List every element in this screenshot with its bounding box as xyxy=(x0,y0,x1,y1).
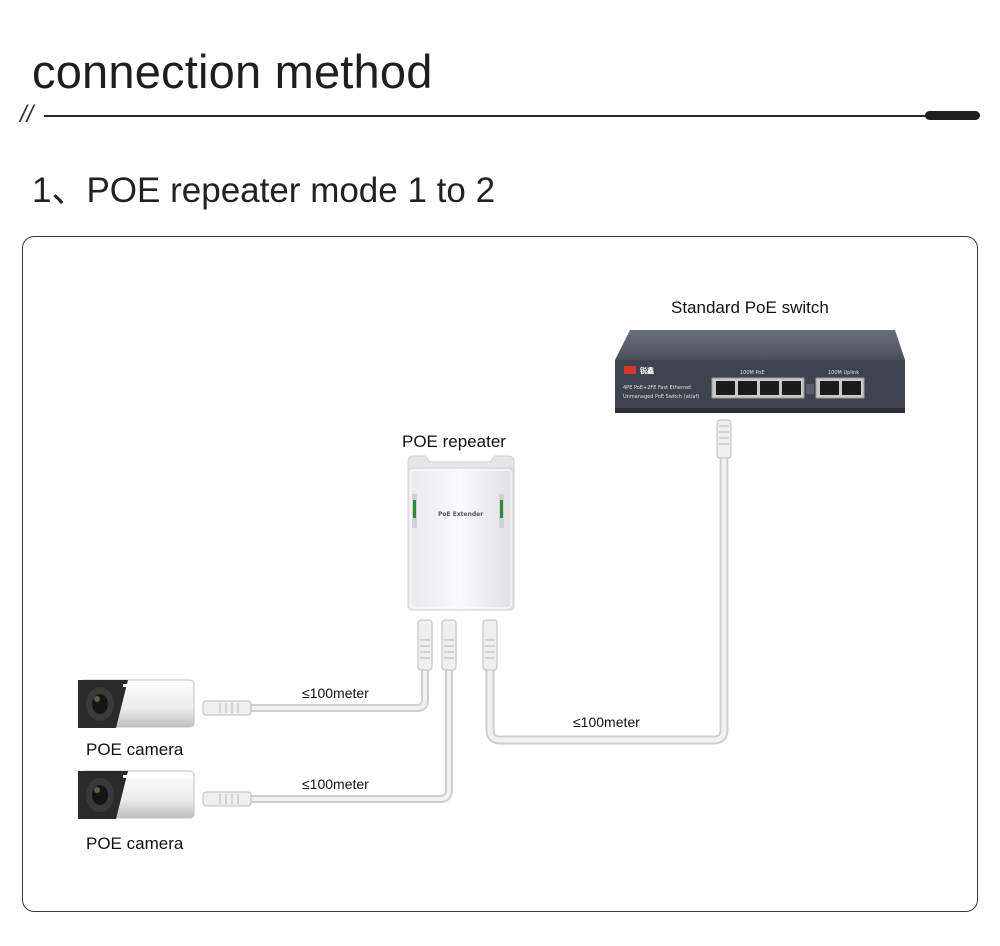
rj45-plug-repeater-1 xyxy=(417,619,433,671)
cable-distance-camera2: ≤100meter xyxy=(302,776,369,792)
rj45-plug-repeater-2 xyxy=(441,619,457,671)
switch-uplink-ports xyxy=(815,377,865,399)
svg-text:Unmanaged PoE Switch (at/af): Unmanaged PoE Switch (at/af) xyxy=(623,394,699,400)
svg-text:锐鑫: 锐鑫 xyxy=(640,366,654,375)
title-divider-cap xyxy=(925,111,980,120)
cable-repeater-to-camera1 xyxy=(246,664,429,712)
section-heading: 1、POE repeater mode 1 to 2 xyxy=(32,171,496,210)
rj45-plug-switch xyxy=(716,419,732,459)
svg-text:PoE Extender: PoE Extender xyxy=(438,511,483,518)
page-title: connection method xyxy=(32,45,433,98)
rj45-plug-camera1 xyxy=(202,700,252,716)
cable-switch-to-repeater xyxy=(485,450,729,745)
poe-switch: 锐鑫 4PE PoE+2FE Fast Ethernet Unmanaged P… xyxy=(615,330,905,413)
poe-repeater: PoE Extender xyxy=(407,455,515,611)
cable-distance-camera1: ≤100meter xyxy=(302,685,369,701)
cable-repeater-to-camera2 xyxy=(246,664,453,803)
poe-camera-1 xyxy=(78,679,195,728)
cable-distance-switch: ≤100meter xyxy=(573,714,640,730)
rj45-plug-repeater-in xyxy=(482,619,498,671)
rj45-plug-camera2 xyxy=(202,791,252,807)
svg-text:4PE PoE+2FE Fast Ethernet: 4PE PoE+2FE Fast Ethernet xyxy=(623,385,691,391)
poe-camera-2 xyxy=(78,770,195,819)
svg-text:100M Uplink: 100M Uplink xyxy=(828,370,859,376)
repeater-label: POE repeater xyxy=(402,432,506,451)
camera2-label: POE camera xyxy=(86,834,184,853)
camera1-label: POE camera xyxy=(86,740,184,759)
title-slashes: // xyxy=(20,101,34,128)
switch-poe-ports xyxy=(711,377,805,399)
switch-label: Standard PoE switch xyxy=(671,298,829,317)
diagram-frame xyxy=(22,236,978,912)
title-divider xyxy=(44,115,930,117)
svg-text:100M PoE: 100M PoE xyxy=(740,370,765,376)
